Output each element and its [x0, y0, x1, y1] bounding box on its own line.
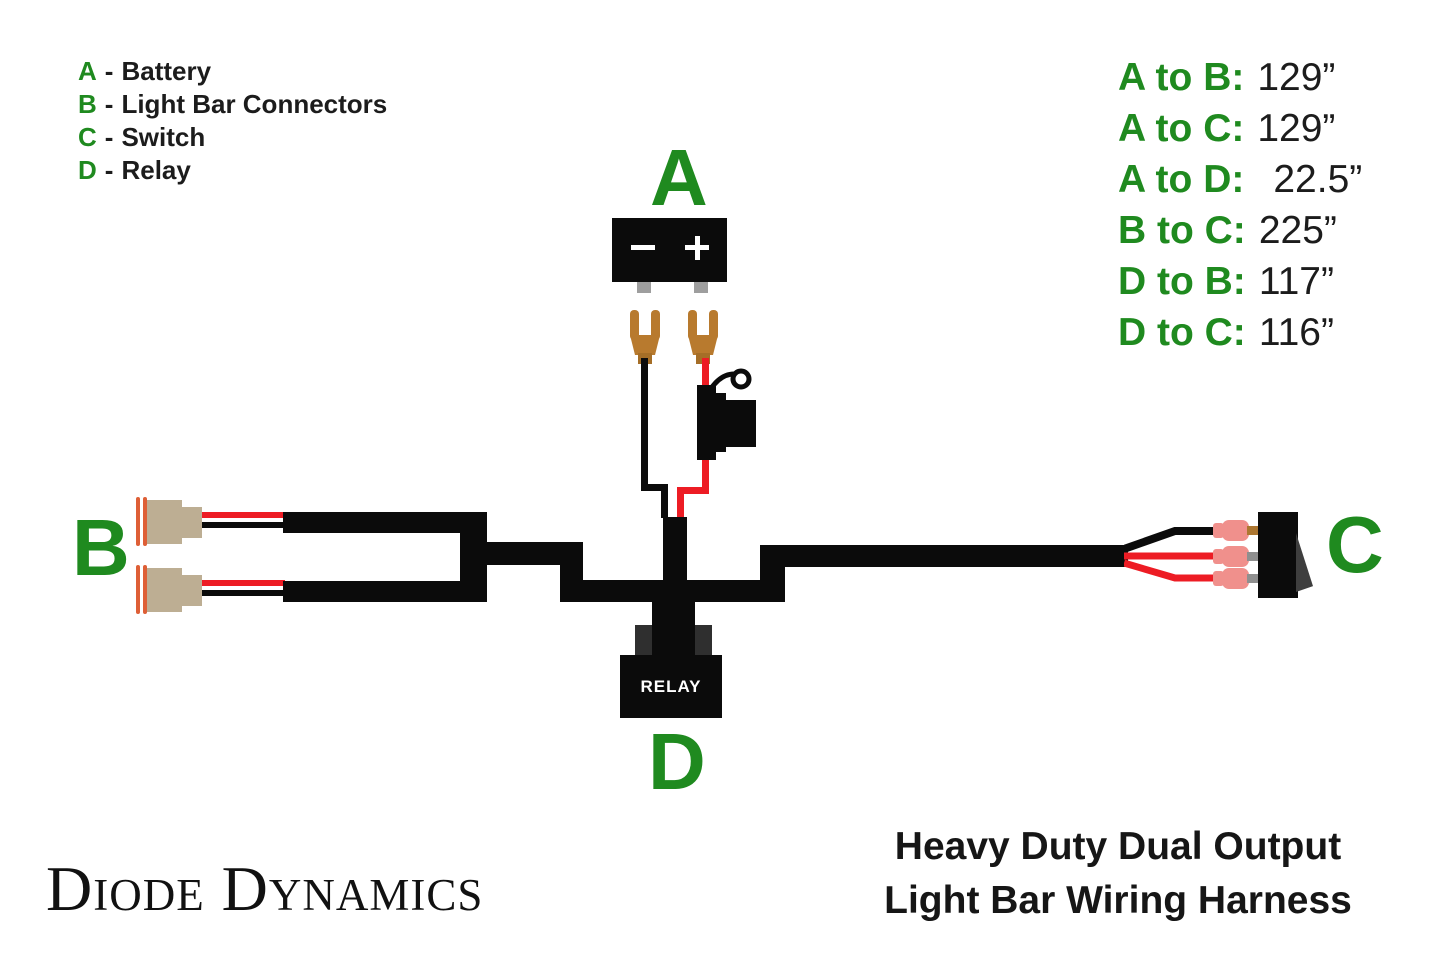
switch-spade-icon	[1247, 526, 1260, 535]
switch-label: C	[1326, 500, 1384, 589]
relay-plug-shoulder-icon	[695, 625, 712, 656]
harness-segment	[663, 517, 687, 582]
measurement-value: 117”	[1258, 260, 1334, 303]
switch-icon	[1258, 512, 1298, 598]
legend-letter: A	[78, 56, 97, 86]
battery-power-wire	[677, 487, 709, 494]
legend-item-connectors: B - Light Bar Connectors	[78, 89, 387, 122]
measurement-value: 129”	[1257, 56, 1336, 99]
battery-plus-terminal-icon	[694, 235, 700, 260]
battery-ground-wire	[641, 484, 668, 491]
connector-seal-ring-icon	[136, 565, 140, 614]
measurement-label: A to D:	[1118, 158, 1245, 201]
measurement-value: 116”	[1258, 311, 1334, 354]
light-bar-connectors-label: B	[72, 503, 130, 592]
switch-spade-icon	[1247, 574, 1260, 583]
connector-seal-ring-icon	[143, 497, 147, 546]
light-bar-connector-icon	[147, 500, 182, 544]
connector-seal-ring-icon	[136, 497, 140, 546]
harness-segment	[487, 542, 583, 565]
battery-ground-wire	[661, 484, 668, 518]
measurement-row: B to C: 225”	[1118, 209, 1362, 260]
connector-ground-wire	[202, 590, 285, 596]
measurements: A to B: 129” A to C: 129” A to D: 22.5” …	[1118, 56, 1362, 362]
relay-icon: RELAY	[620, 655, 722, 718]
relay-label: D	[648, 717, 706, 806]
measurement-label: B to C:	[1118, 209, 1246, 252]
brand-logo: Diode Dynamics	[46, 853, 484, 924]
crimp-terminal-icon	[1213, 571, 1224, 586]
connector-ground-wire	[202, 522, 285, 528]
battery-minus-terminal-icon	[631, 245, 655, 250]
light-bar-connector-icon	[182, 507, 202, 538]
legend-separator: -	[104, 122, 114, 152]
relay-text: RELAY	[640, 676, 702, 696]
relay-plug-shoulder-icon	[635, 625, 652, 656]
crimp-terminal-icon	[1222, 520, 1249, 541]
measurement-value: 22.5”	[1273, 158, 1363, 201]
measurement-row: A to B: 129”	[1118, 56, 1362, 107]
crimp-terminal-icon	[1222, 568, 1249, 589]
battery-power-wire	[677, 487, 684, 518]
harness-segment	[283, 512, 487, 533]
crimp-terminal-icon	[1213, 523, 1224, 538]
switch-wire-fanout	[1124, 527, 1218, 582]
harness-segment	[785, 545, 1128, 567]
measurement-label: A to C:	[1118, 107, 1245, 150]
legend-item-switch: C - Switch	[78, 122, 387, 155]
battery-post-icon	[694, 282, 708, 293]
light-bar-connector-icon	[147, 568, 182, 612]
legend-name: Light Bar Connectors	[121, 89, 388, 119]
battery-icon	[612, 218, 727, 282]
light-bar-connector-icon	[182, 575, 202, 606]
fuse-cap-icon	[726, 400, 756, 447]
legend-separator: -	[104, 56, 114, 86]
product-title: Heavy Duty Dual Output Light Bar Wiring …	[843, 820, 1393, 928]
switch-spade-icon	[1247, 552, 1260, 561]
harness-segment	[460, 512, 487, 602]
connector-seal-ring-icon	[143, 565, 147, 614]
fuse-holder-icon	[714, 393, 726, 452]
measurement-label: D to C:	[1118, 311, 1246, 354]
product-title-line1: Heavy Duty Dual Output	[894, 825, 1342, 868]
product-title-line2: Light Bar Wiring Harness	[884, 879, 1352, 922]
measurement-row: A to D: 22.5”	[1118, 158, 1362, 209]
measurement-value: 129”	[1257, 107, 1336, 150]
legend: A - Battery B - Light Bar Connectors C -…	[78, 56, 387, 188]
measurement-row: D to C: 116”	[1118, 311, 1362, 362]
harness-segment	[560, 580, 785, 602]
legend-item-battery: A - Battery	[78, 56, 387, 89]
legend-separator: -	[104, 89, 114, 119]
crimp-terminal-icon	[1213, 549, 1224, 564]
legend-letter: D	[78, 155, 97, 185]
measurement-row: A to C: 129”	[1118, 107, 1362, 158]
measurement-value: 225”	[1258, 209, 1337, 252]
legend-letter: C	[78, 122, 97, 152]
legend-name: Relay	[121, 155, 191, 185]
battery-label: A	[650, 133, 708, 222]
harness-segment	[760, 545, 785, 602]
relay-plug-stem	[652, 592, 695, 656]
legend-separator: -	[104, 155, 114, 185]
fuse-holder-icon	[697, 385, 716, 460]
harness-segment	[283, 581, 485, 602]
battery-post-icon	[637, 282, 651, 293]
connector-power-wire	[202, 580, 285, 586]
measurement-label: D to B:	[1118, 260, 1246, 303]
legend-name: Switch	[121, 122, 206, 152]
crimp-terminal-icon	[1222, 546, 1249, 567]
legend-name: Battery	[121, 56, 212, 86]
measurement-row: D to B: 117”	[1118, 260, 1362, 311]
fork-terminal-icon	[630, 310, 660, 364]
fork-terminal-icon	[688, 310, 718, 364]
measurement-label: A to B:	[1118, 56, 1245, 99]
legend-item-relay: D - Relay	[78, 155, 387, 188]
connector-power-wire	[202, 512, 285, 518]
switch-toggle-icon	[1296, 533, 1313, 592]
legend-letter: B	[78, 89, 97, 119]
battery-ground-wire	[641, 358, 648, 488]
